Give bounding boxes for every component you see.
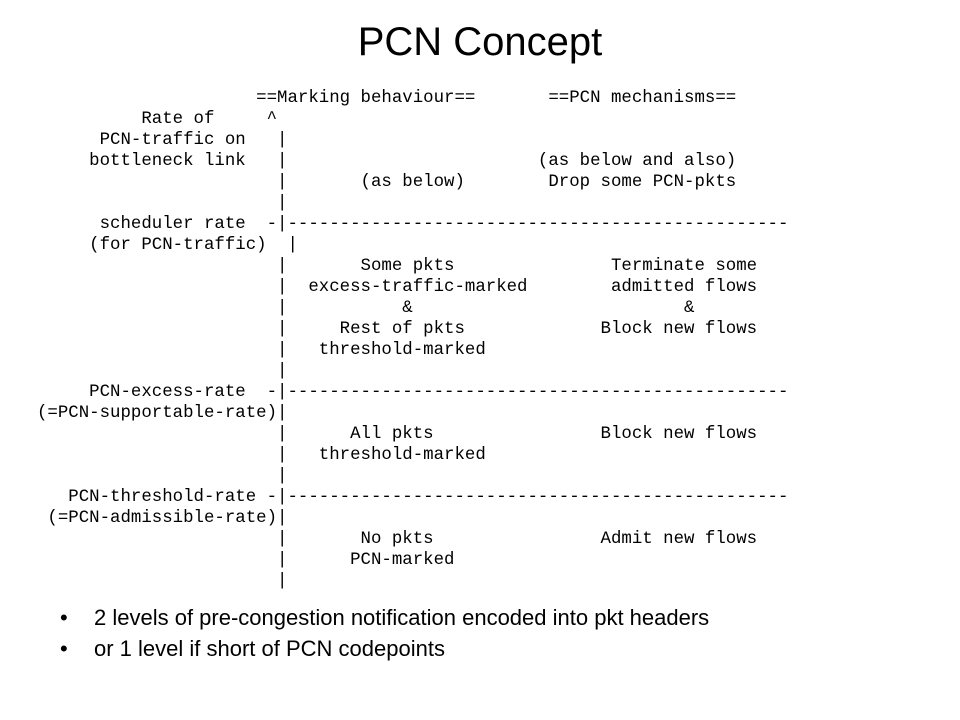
diagram-line: | PCN-marked	[37, 551, 455, 570]
diagram-line: (=PCN-supportable-rate)|	[37, 404, 288, 423]
diagram-line: bottleneck link | (as below and also)	[37, 152, 737, 171]
diagram-line: | threshold-marked	[37, 446, 486, 465]
diagram-line: (for PCN-traffic) |	[37, 236, 298, 255]
bullet-list: • 2 levels of pre-congestion notificatio…	[60, 602, 709, 664]
bullet-item: • 2 levels of pre-congestion notificatio…	[60, 602, 709, 633]
bullet-icon: •	[60, 636, 68, 661]
bullet-icon: •	[60, 605, 68, 630]
diagram-line: | excess-traffic-marked admitted flows	[37, 278, 758, 297]
diagram-line: scheduler rate -|-----------------------…	[37, 215, 789, 234]
bullet-item: • or 1 level if short of PCN codepoints	[60, 633, 709, 664]
diagram-line: Rate of ^	[37, 110, 278, 129]
diagram-line: | & &	[37, 299, 695, 318]
diagram-line: | All pkts Block new flows	[37, 425, 758, 444]
diagram-line: PCN-excess-rate -|----------------------…	[37, 383, 789, 402]
diagram-line: PCN-threshold-rate -|-------------------…	[37, 488, 789, 507]
diagram-line: (=PCN-admissible-rate)|	[37, 509, 288, 528]
bullet-text: 2 levels of pre-congestion notification …	[94, 605, 710, 630]
diagram-line: | threshold-marked	[37, 341, 486, 360]
diagram-line: | Rest of pkts Block new flows	[37, 320, 758, 339]
diagram-line: |	[37, 572, 288, 591]
slide-title: PCN Concept	[357, 20, 603, 64]
diagram-line: | No pkts Admit new flows	[37, 530, 758, 549]
bullet-text: or 1 level if short of PCN codepoints	[94, 636, 445, 661]
diagram-line: | (as below) Drop some PCN-pkts	[37, 173, 737, 192]
diagram-line: |	[37, 194, 288, 213]
diagram-line: ==Marking behaviour== ==PCN mechanisms==	[37, 89, 737, 108]
diagram-line: |	[37, 362, 288, 381]
pcn-marking-diagram: ==Marking behaviour== ==PCN mechanisms==…	[37, 88, 788, 592]
diagram-line: |	[37, 467, 288, 486]
diagram-line: | Some pkts Terminate some	[37, 257, 758, 276]
diagram-line: PCN-traffic on |	[37, 131, 288, 150]
